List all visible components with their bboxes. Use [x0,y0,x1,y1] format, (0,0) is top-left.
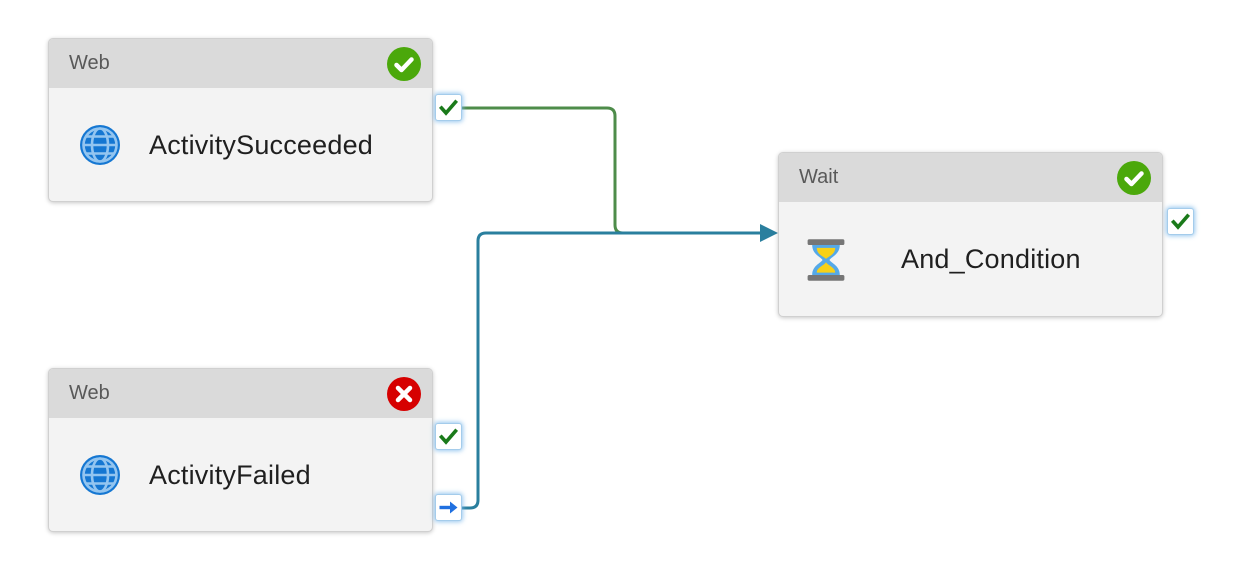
globe-icon [80,455,120,495]
port-success-activitysucceeded[interactable] [435,94,462,121]
activity-node-and-condition[interactable]: Wait And_Condition [778,152,1163,317]
node-type-label: Web [69,52,110,74]
activity-node-activitysucceeded[interactable]: Web ActivitySucceeded [48,38,433,202]
arrow-right-icon [439,501,458,514]
globe-icon [80,125,120,165]
activity-node-activityfailed[interactable]: Web ActivityFailed [48,368,433,532]
wire-success[interactable] [462,106,655,235]
port-success-activityfailed[interactable] [435,423,462,450]
check-badge-icon [387,46,421,81]
error-badge-icon [387,376,421,411]
check-icon [1170,213,1191,230]
hourglass-icon [807,238,845,281]
node-body: And_Condition [779,202,1162,317]
activity-name: And_Condition [901,244,1081,274]
node-body: ActivitySucceeded [49,88,432,202]
wire-arrowhead-icon [760,224,778,242]
node-type-label: Wait [799,166,839,188]
node-header: Wait [779,153,1162,202]
wire-completion[interactable] [462,231,760,510]
node-body: ActivityFailed [49,418,432,532]
node-header: Web [49,369,432,418]
check-icon [438,99,459,116]
check-badge-icon [1117,160,1151,195]
port-success-and-condition[interactable] [1167,208,1194,235]
check-icon [438,428,459,445]
node-header: Web [49,39,432,88]
node-type-label: Web [69,382,110,404]
port-completion-activityfailed[interactable] [435,494,462,521]
activity-name: ActivitySucceeded [149,129,374,160]
activity-name: ActivityFailed [149,459,311,490]
